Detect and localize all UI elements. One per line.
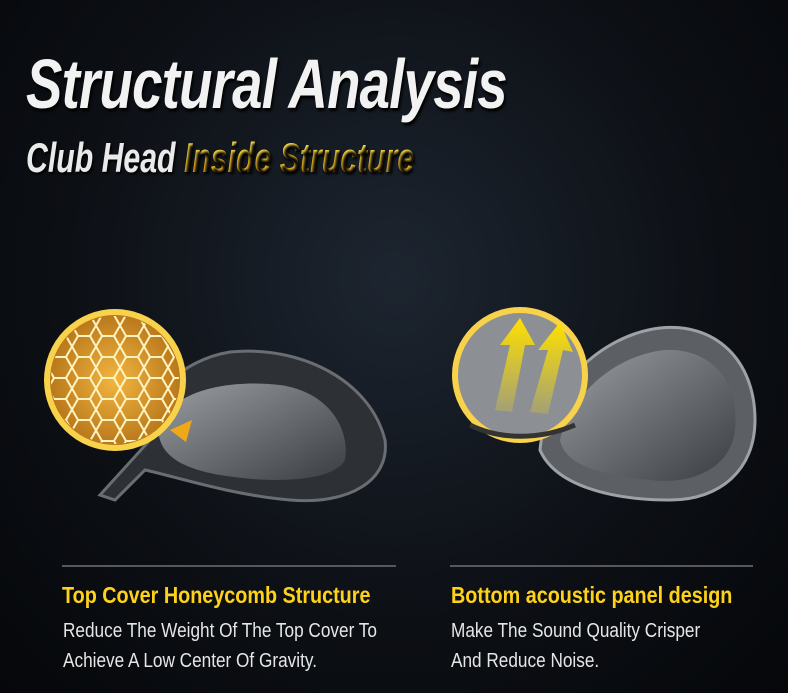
subtitle-white: Club Head [26, 134, 176, 181]
feature-text-line: Reduce The Weight Of The Top Cover To [63, 620, 377, 642]
page-subtitle: Club Head Inside Structure [26, 134, 414, 182]
arrow-up-icon [495, 318, 535, 412]
arrow-up-icon [530, 322, 573, 414]
divider-right [450, 565, 753, 567]
page-title: Structural Analysis [26, 45, 508, 123]
feature-heading-acoustic: Bottom acoustic panel design [451, 582, 733, 608]
feature-text-line: Make The Sound Quality Crisper [451, 620, 701, 642]
subtitle-yellow: Inside Structure [183, 134, 415, 181]
feature-heading-honeycomb: Top Cover Honeycomb Structure [62, 582, 371, 608]
feature-text-line: And Reduce Noise. [451, 650, 600, 672]
right-club-head [452, 307, 757, 502]
feature-text-line: Achieve A Low Center Of Gravity. [63, 650, 317, 672]
left-club-head [44, 309, 387, 503]
divider-left [62, 565, 396, 567]
